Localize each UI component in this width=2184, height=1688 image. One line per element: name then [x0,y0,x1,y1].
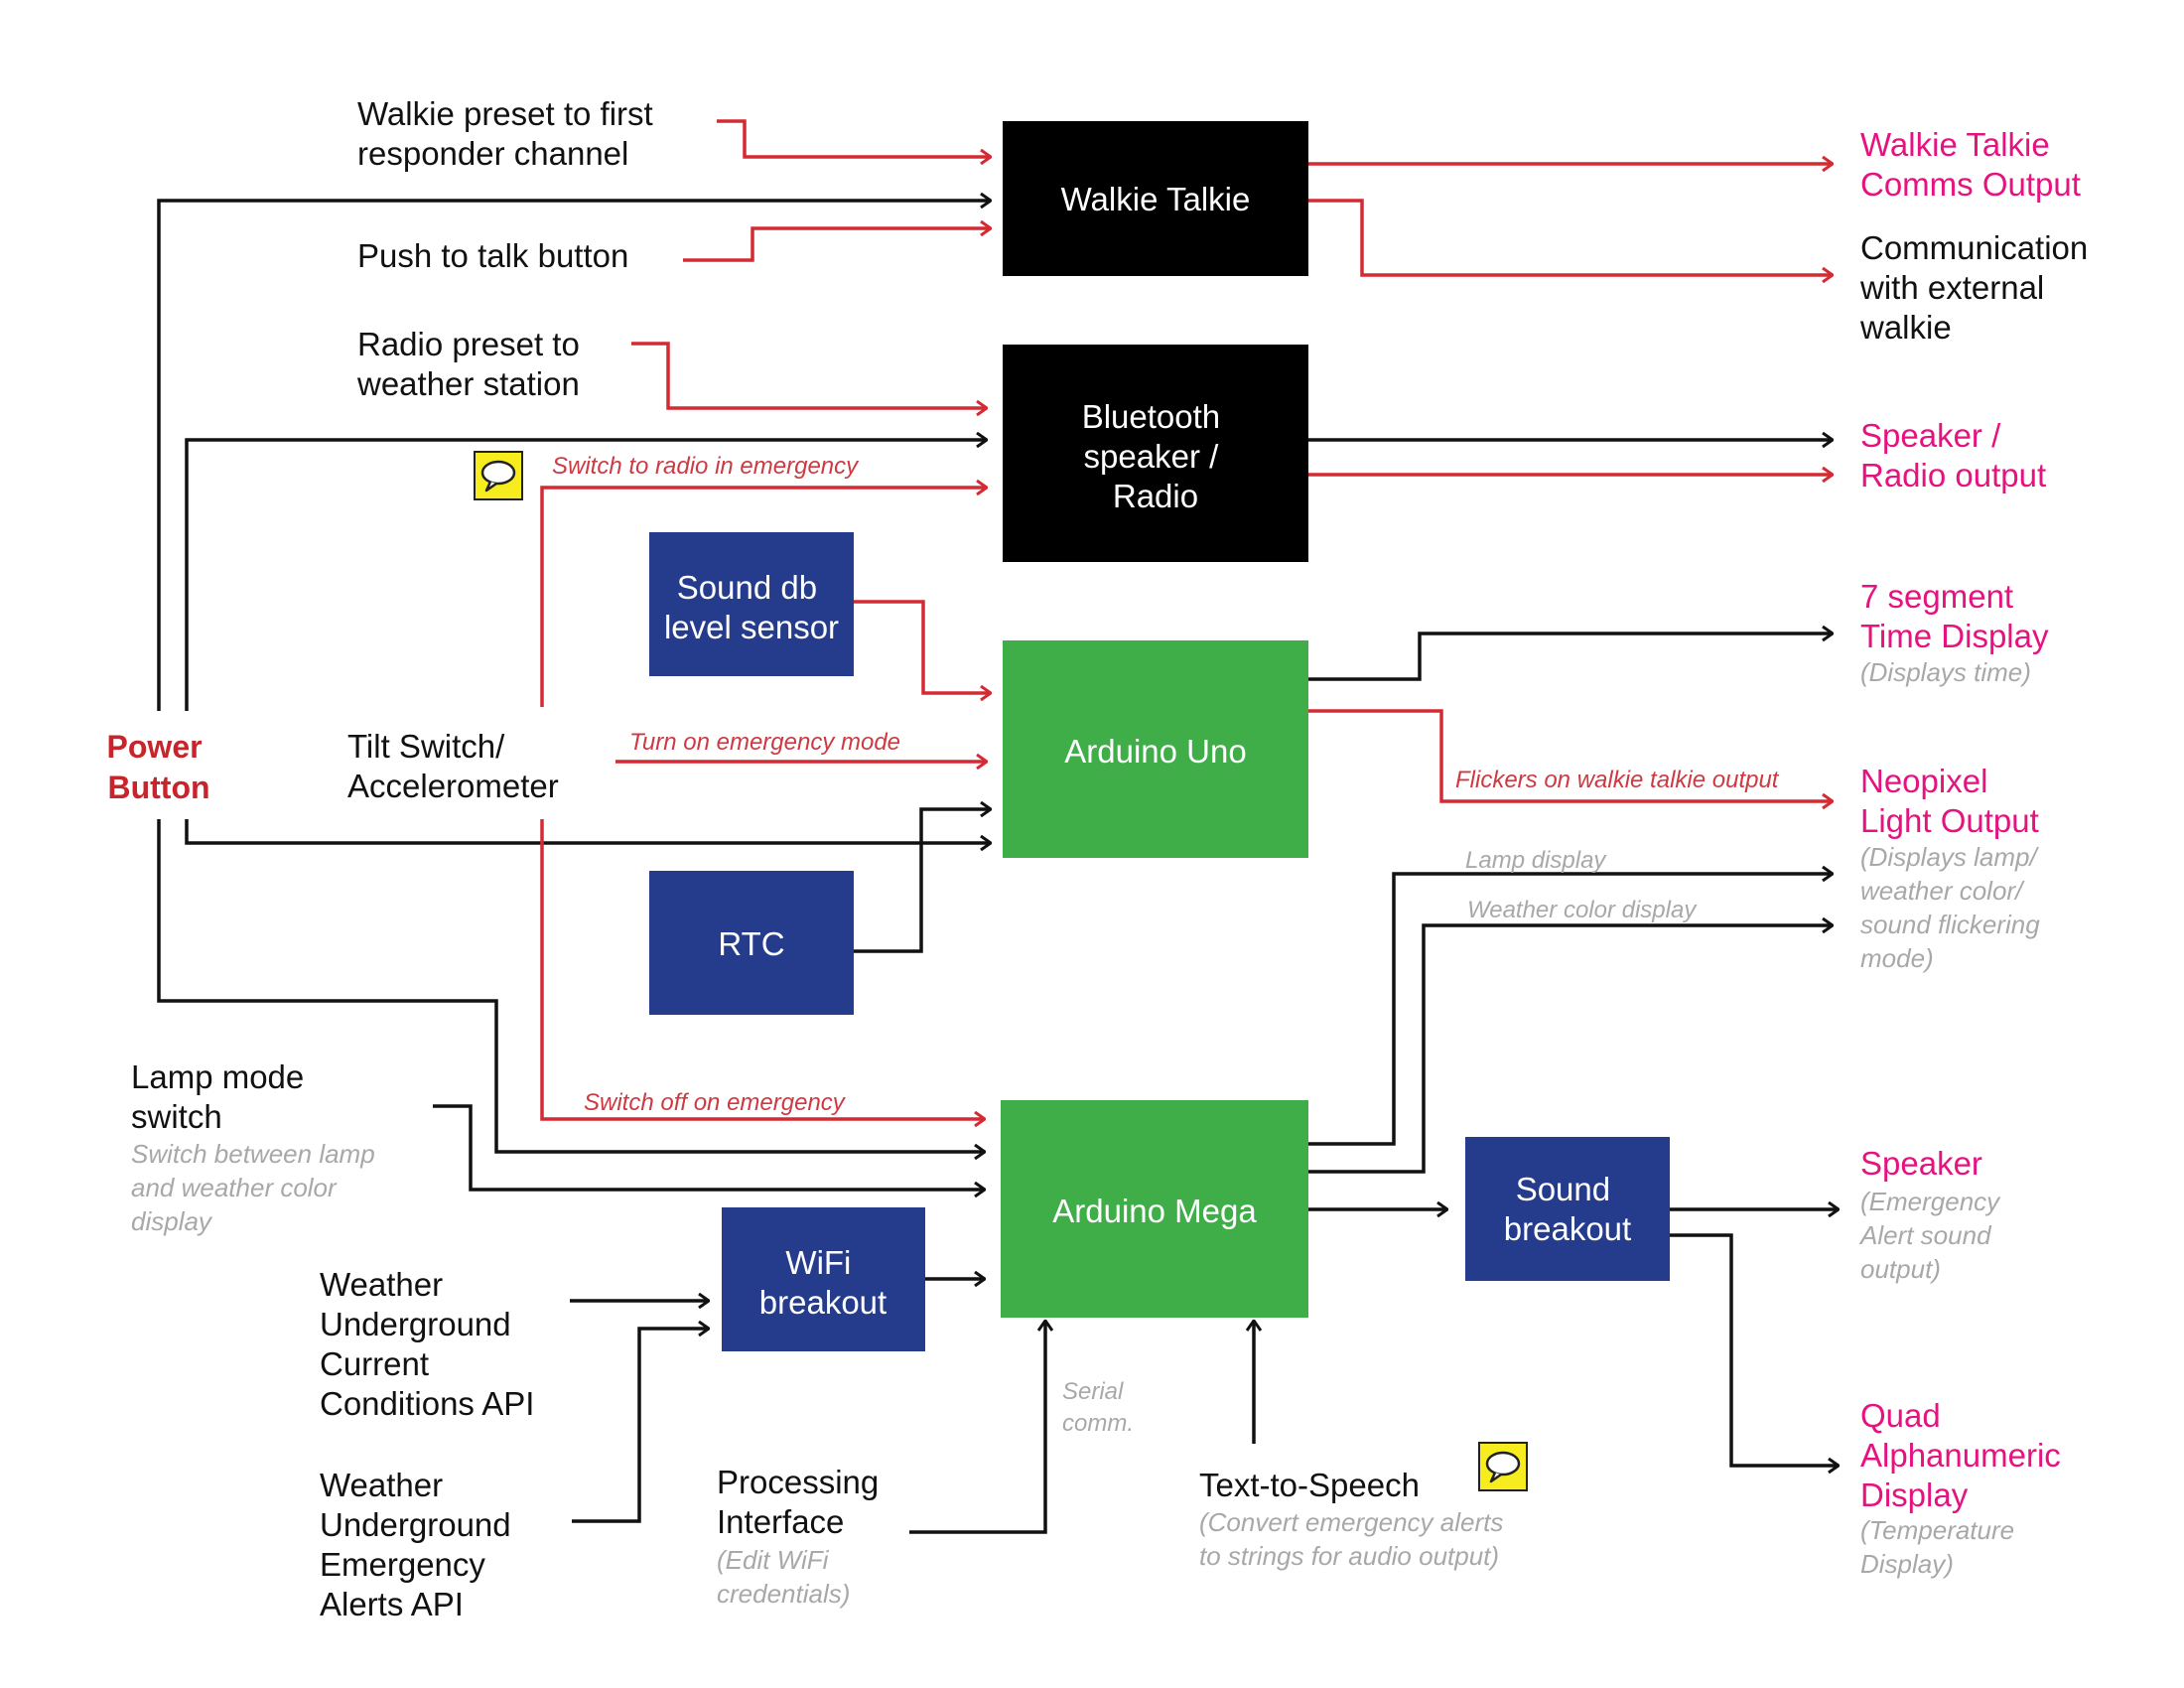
wire-power-mega [157,819,985,1152]
sound-sensor-line: level sensor [664,609,839,645]
wire-processing-mega [909,1321,1045,1534]
rtc-box-line: RTC [718,925,784,962]
arduino-mega-box: Arduino Mega [1001,1100,1308,1318]
sound-breakout-line: breakout [1504,1210,1631,1247]
external-walkie-label: Communication with external walkie [1859,229,2097,346]
radio-preset-label: Radio preset to weather station [356,326,589,402]
bluetooth-radio-box: Bluetooth speaker / Radio [1003,345,1308,562]
wifi-breakout-box: WiFi breakout [722,1207,925,1351]
bluetooth-box-line: speaker / [1084,438,1220,475]
tilt-switch-label: Tilt Switch/ Accelerometer [347,728,559,804]
wire-uno-neopixel [1308,709,1833,801]
quad-display-note: (Temperature Display) [1860,1515,2021,1579]
wire-sound-quad [1670,1233,1839,1466]
svg-text:WiFi breakout: WiFi breakout [759,1244,887,1321]
wire-mega-lamp-display [1308,874,1833,1146]
rtc-box: RTC [649,871,854,1015]
bluetooth-box-line: Bluetooth [1082,398,1220,435]
switch-off-note: Switch off on emergency [584,1089,847,1116]
wu-current-conditions-label: Weather Underground Current Conditions A… [320,1266,534,1422]
wire-tilt-radio [540,488,987,707]
neopixel-output-label: Neopixel Light Output [1860,763,2039,839]
mega-box-line: Arduino Mega [1052,1193,1257,1229]
wire-walkie-external [1308,199,1833,275]
wire-mega-weather-display [1308,925,1833,1174]
wifi-box-line: breakout [759,1284,887,1321]
time-display-label: 7 segment Time Display [1860,578,2049,654]
power-button-label: Power Button [107,729,211,805]
svg-text:Sound breakout: Sound breakout [1504,1171,1631,1247]
walkie-comms-output-label: Walkie Talkie Comms Output [1860,126,2081,203]
speaker-radio-output-label: Speaker / Radio output [1860,417,2046,493]
neopixel-note: (Displays lamp/ weather color/ sound fli… [1860,842,2047,973]
svg-text:Sound db level sensor: Sound db level sensor [664,569,839,645]
wifi-box-line: WiFi [785,1244,851,1281]
serial-comm-note: Serial comm. [1062,1378,1134,1437]
processing-interface-label: Processing Interface [717,1464,887,1540]
speech-bubble-icon[interactable] [1478,1442,1528,1491]
flickers-note: Flickers on walkie talkie output [1455,767,1780,793]
bluetooth-box-line: Radio [1113,478,1198,514]
wire-lamp-mega [433,1104,985,1190]
uno-box-line: Arduino Uno [1064,733,1246,770]
switch-radio-note: Switch to radio in emergency [552,453,860,480]
speech-bubble-icon[interactable] [474,451,523,500]
quad-display-label: Quad Alphanumeric Display [1860,1397,2070,1513]
lamp-mode-switch-label: Lamp mode switch [131,1058,313,1135]
sound-sensor-line: Sound db [677,569,817,606]
wire-uno-time [1308,633,1833,681]
wire-rtc-uno [854,809,991,953]
time-display-note: (Displays time) [1860,657,2031,687]
speaker-note: (Emergency Alert sound output) [1858,1187,2006,1284]
wu-emergency-alerts-label: Weather Underground Emergency Alerts API [320,1467,520,1622]
svg-text:Arduino Uno: Arduino Uno [1064,733,1246,770]
sound-sensor-box: Sound db level sensor [649,532,854,676]
wire-sensor-uno [854,600,991,693]
weather-color-note: Weather color display [1467,897,1698,923]
text-to-speech-note: (Convert emergency alerts to strings for… [1199,1507,1511,1571]
arduino-uno-box: Arduino Uno [1003,640,1308,858]
svg-text:Walkie Talkie: Walkie Talkie [1061,181,1251,217]
push-to-talk-label: Push to talk button [357,237,628,274]
lamp-mode-note: Switch between lamp and weather color di… [131,1139,382,1236]
svg-text:Arduino Mega: Arduino Mega [1052,1193,1257,1229]
wire-walkie-preset [717,119,991,157]
walkie-talkie-box: Walkie Talkie [1003,121,1308,276]
processing-note: (Edit WiFi credentials) [717,1545,850,1609]
wire-radio-preset [631,342,987,408]
wire-power-walkie [157,201,991,711]
sound-breakout-box: Sound breakout [1465,1137,1670,1281]
wire-power-radio [185,440,987,711]
svg-text:RTC: RTC [718,925,784,962]
walkie-preset-label: Walkie preset to first responder channel [357,95,662,172]
walkie-box-line: Walkie Talkie [1061,181,1251,217]
lamp-display-note: Lamp display [1465,847,1607,874]
speaker-output-label: Speaker [1860,1145,1982,1182]
turn-on-emergency-note: Turn on emergency mode [629,729,900,756]
wire-power-uno [185,819,991,843]
wire-tilt-mega [540,819,985,1119]
text-to-speech-label: Text-to-Speech [1199,1467,1420,1503]
svg-text:Bluetooth speaker /: Bluetooth speaker / Radio [1082,398,1230,514]
sound-breakout-line: Sound [1516,1171,1610,1207]
wire-push-to-talk [683,228,991,262]
wire-wu-alerts-wifi [572,1329,709,1523]
